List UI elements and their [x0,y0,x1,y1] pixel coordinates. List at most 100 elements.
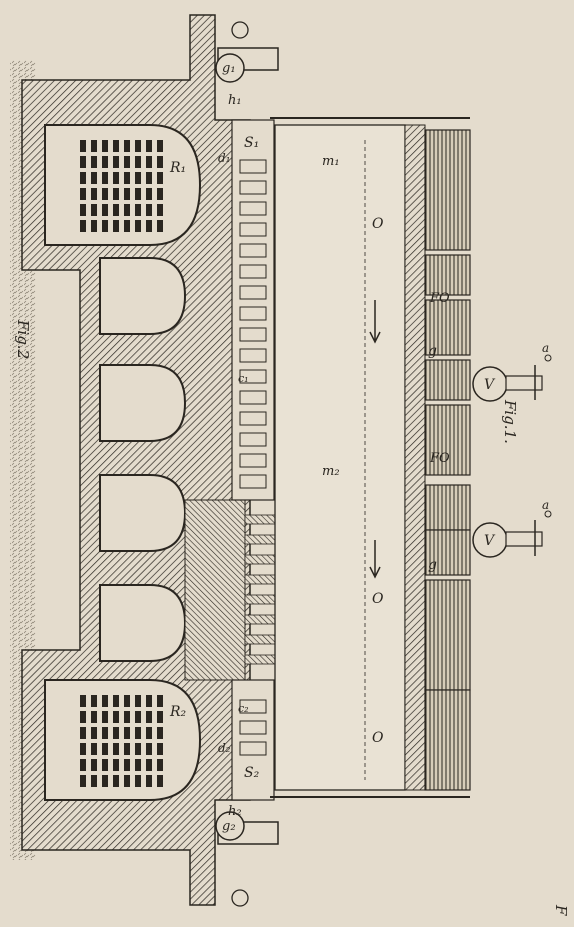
checker-brick [113,220,119,232]
checker-brick [124,220,130,232]
label-v-lower: V [484,533,496,549]
checker-brick [113,156,119,168]
checker-brick [102,220,108,232]
arch-chamber [99,474,187,552]
flue-slot [239,432,267,447]
central-mass [184,499,246,681]
label-s1: S₁ [244,135,259,151]
foundation-block [424,129,471,251]
flue-slot [239,159,267,174]
checker-brick [102,695,108,707]
checker-brick [157,695,163,707]
checker-brick [80,727,86,739]
arch-chamber [99,364,187,442]
checker-brick [124,140,130,152]
checker-brick [146,743,152,755]
checker-brick [80,695,86,707]
checker-brick [80,172,86,184]
flue-slot [239,243,267,258]
label-r1: R₁ [169,160,186,176]
checker-brick [102,140,108,152]
checker-brick [113,775,119,787]
checker-brick [124,759,130,771]
oven-floor-wall [404,124,426,791]
flow-arrow-upper [369,300,381,344]
checker-brick [91,220,97,232]
channel-s2 [231,679,275,801]
flue-slot [239,201,267,216]
flue-slot [239,369,267,384]
checker-brick [80,759,86,771]
flue-slot [239,411,267,426]
flue-slot [239,741,267,756]
label-d1: d₁ [218,151,231,165]
checker-brick [113,172,119,184]
label-s2: S₂ [244,765,260,781]
checker-brick [157,172,163,184]
label-o-lower: O [372,730,384,746]
flue-slot [239,474,267,489]
flue-slot [239,264,267,279]
label-o-middle: O [372,591,384,607]
flue-slot [239,327,267,342]
pipe-end-top [231,21,249,39]
checker-brick [135,695,141,707]
checker-brick [135,220,141,232]
checker-brick [80,775,86,787]
label-fo-lower: FO [429,451,450,466]
checker-brick [91,204,97,216]
checker-brick [157,727,163,739]
label-d2: d₂ [218,741,231,755]
checker-brick [91,156,97,168]
checker-brick [146,172,152,184]
flue-slot [239,699,267,714]
checker-brick [102,156,108,168]
label-a-upper: a [542,341,549,355]
label-fo-upper: FO [429,291,450,306]
checker-brick [157,775,163,787]
checker-brick [135,743,141,755]
checker-brick [124,775,130,787]
checker-brick [80,204,86,216]
label-g-lower: g [428,557,437,573]
valve-g2 [215,811,245,841]
foundation-block [424,359,471,401]
checker-brick [113,695,119,707]
foundation-block [424,484,471,531]
checker-brick [124,204,130,216]
oven-chamber [274,124,406,791]
checker-brick [135,204,141,216]
checker-brick [80,220,86,232]
checker-brick [91,743,97,755]
flue-slot [239,285,267,300]
arch-chamber [99,584,187,662]
checker-brick [157,156,163,168]
checker-brick [157,711,163,723]
checker-brick [80,743,86,755]
checker-brick [157,220,163,232]
checker-brick [124,727,130,739]
checker-brick [135,711,141,723]
flue-slot [239,720,267,735]
checker-brick [113,188,119,200]
checker-brick [102,172,108,184]
regenerator-r1 [44,124,202,246]
checker-brick [80,711,86,723]
caption-fig1: Fig.1. [501,399,519,444]
checker-brick [124,711,130,723]
label-h1: h₁ [228,93,242,108]
checker-brick [157,204,163,216]
label-r2: R₂ [169,704,187,720]
checker-brick [113,759,119,771]
checker-brick [102,188,108,200]
checker-brick [113,140,119,152]
flue-slot [239,348,267,363]
label-g1: g₁ [222,61,236,76]
checker-brick [146,156,152,168]
checker-brick [80,188,86,200]
checker-brick [102,711,108,723]
checker-brick [102,204,108,216]
checker-brick [146,695,152,707]
checker-brick [124,743,130,755]
